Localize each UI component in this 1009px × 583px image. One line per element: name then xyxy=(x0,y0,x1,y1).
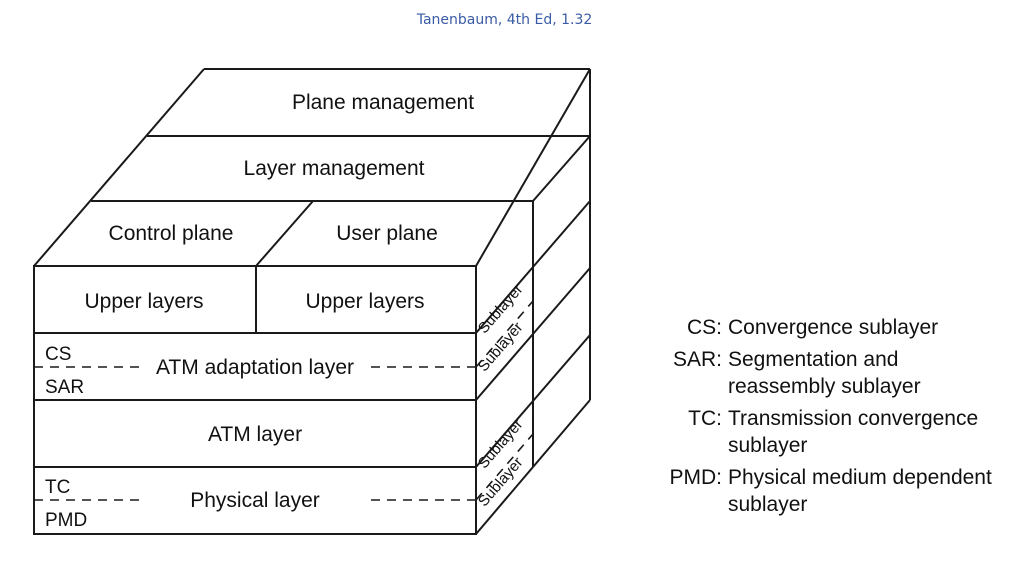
legend-definition: Physical medium dependent sublayer xyxy=(728,466,992,516)
plane-management-label: Plane management xyxy=(292,91,474,114)
side-diag-1 xyxy=(475,266,534,334)
atm-adaptation-layer-label: ATM adaptation layer xyxy=(156,356,354,379)
side-diag-2 xyxy=(532,200,591,268)
pmd-label: PMD xyxy=(45,510,87,531)
figure-caption: Tanenbaum, 4th Ed, 1.32 xyxy=(416,12,593,28)
side-dash-lower xyxy=(475,433,534,501)
legend-definition: Transmission convergence sublayer xyxy=(728,407,979,457)
legend-abbr: TC: xyxy=(688,407,722,430)
legend-definition: Segmentation and reassembly sublayer xyxy=(728,348,921,398)
legend-abbr: PMD: xyxy=(669,466,723,489)
side-diag-4 xyxy=(532,267,591,335)
physical-layer-label: Physical layer xyxy=(190,489,320,512)
legend-item: PMD: Physical medium dependent sublayer xyxy=(660,464,1005,518)
upper-layers-right-label: Upper layers xyxy=(305,290,424,313)
legend-definition: Convergence sublayer xyxy=(728,316,939,339)
abbreviation-legend: CS: Convergence sublayer SAR: Segmentati… xyxy=(660,314,1005,523)
atm-layer-label: ATM layer xyxy=(208,423,302,446)
top-right-edge xyxy=(475,68,591,267)
side-diag-5 xyxy=(475,400,534,468)
legend-abbr: SAR: xyxy=(672,348,722,371)
right-bottom-edge xyxy=(475,466,534,535)
control-user-divider xyxy=(255,200,314,267)
legend-abbr: CS: xyxy=(686,316,722,339)
control-plane-label: Control plane xyxy=(109,222,234,245)
side-diag-6 xyxy=(532,334,591,402)
legend-item: CS: Convergence sublayer xyxy=(660,314,1005,341)
side-diag-7 xyxy=(532,135,591,202)
top-left-edge xyxy=(33,68,205,267)
legend-item: SAR: Segmentation and reassembly sublaye… xyxy=(660,346,1005,400)
layer-management-label: Layer management xyxy=(244,157,425,180)
legend-item: TC: Transmission convergence sublayer xyxy=(660,405,1005,459)
side-dash-upper xyxy=(475,300,534,368)
upper-layers-left-label: Upper layers xyxy=(84,290,203,313)
side-diag-3 xyxy=(475,333,534,401)
tc-label: TC xyxy=(45,477,70,498)
right-mid-bottom-edge xyxy=(532,399,591,468)
cs-label: CS xyxy=(45,344,71,365)
sar-label: SAR xyxy=(45,377,84,398)
user-plane-label: User plane xyxy=(336,222,438,245)
